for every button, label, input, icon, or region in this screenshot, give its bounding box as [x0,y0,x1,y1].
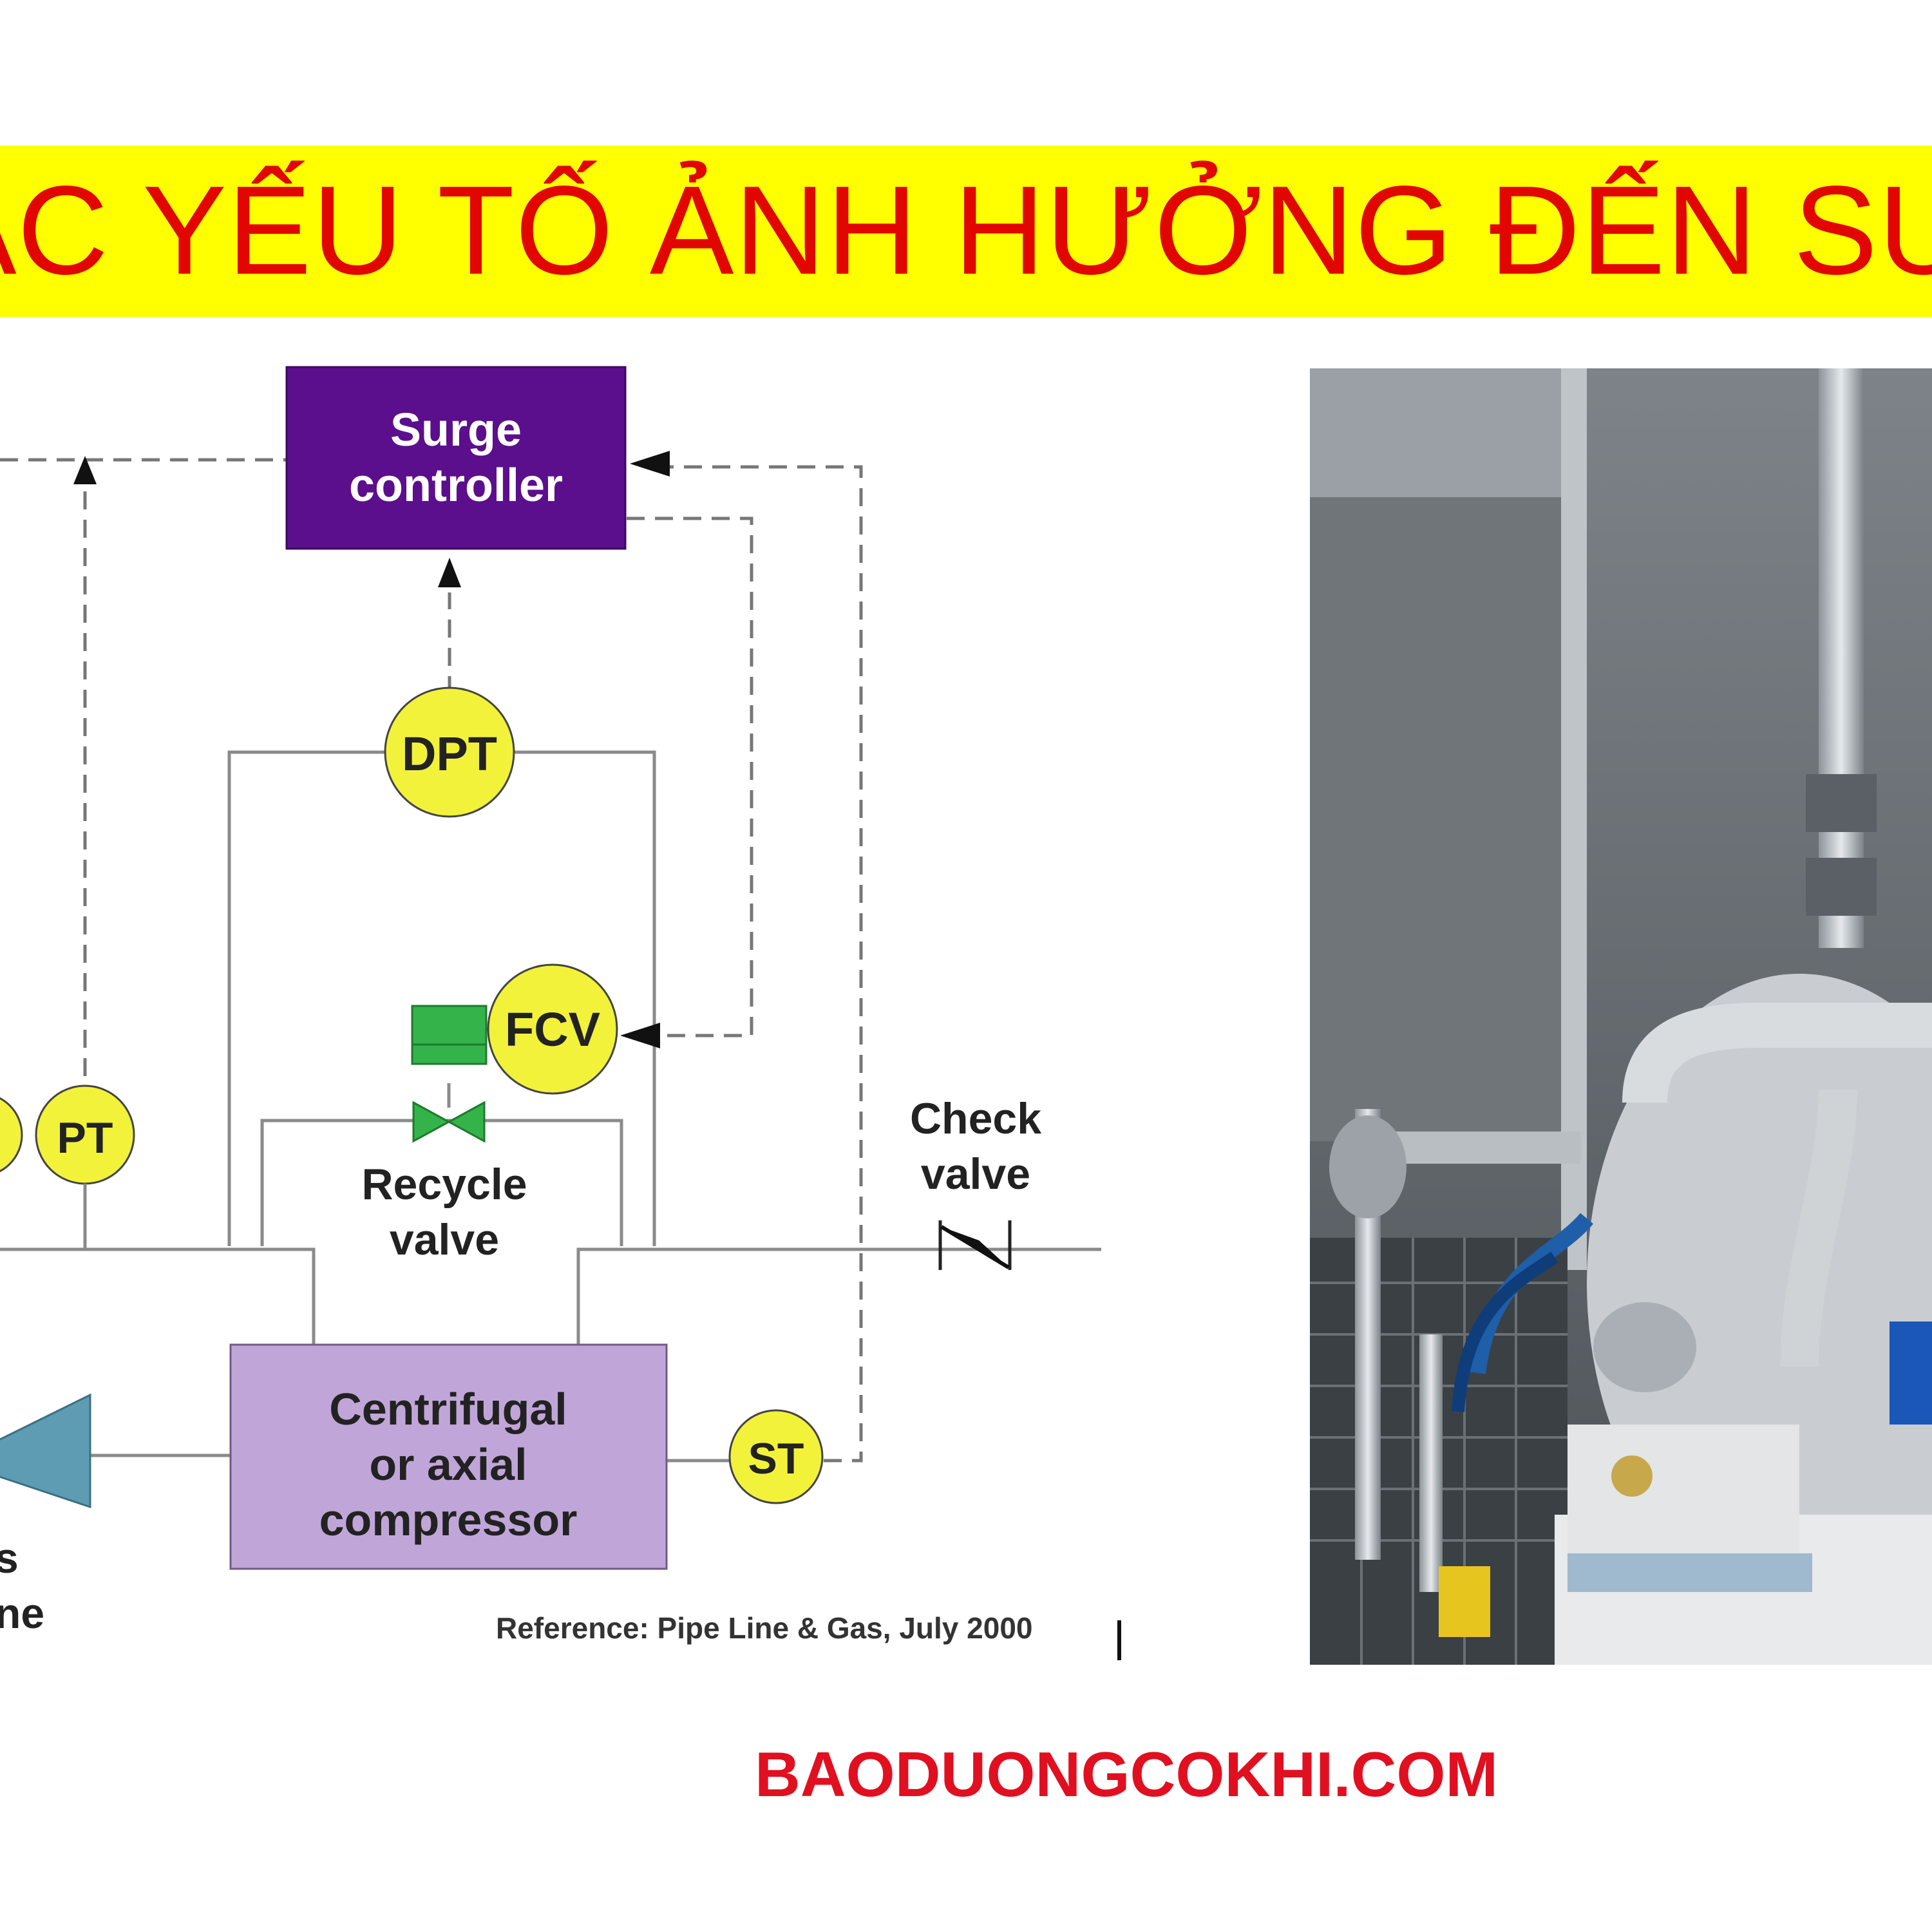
st-transmitter [728,1409,824,1504]
reference-caption: Reference: Pipe Line & Gas, July 2000 [496,1611,1032,1645]
slide-title: ẮC YẾU TỐ ẢNH HƯỞNG ĐẾN SURGE [0,160,1932,301]
title-banner: ẮC YẾU TỐ ẢNH HƯỞNG ĐẾN SURGE [0,146,1932,317]
st-label: ST [748,1434,804,1483]
check-valve-label-line1: Check [910,1094,1041,1143]
recycle-valve-label-line1: Recycle [361,1160,527,1209]
dpt-label: DPT [402,727,497,781]
compressor-label-line3: compressor [319,1495,578,1545]
recycle-valve-label-line2: valve [390,1215,499,1264]
fcv-label: FCV [505,1003,600,1056]
surge-control-diagram: Surge controller DPT FCV Recycle valve P… [0,366,1121,1660]
compressor-label-line1: Centrifugal [329,1384,567,1434]
pt-label: PT [57,1113,113,1162]
surge-controller-box [285,366,627,550]
turbine-label-line2: ne [0,1589,44,1637]
signal-lines [0,458,863,1463]
surge-controller-label-line2: controller [349,460,563,511]
dpt-transmitter [384,687,515,818]
compressor-box [229,1343,668,1570]
fcv-valve [487,963,618,1095]
partial-instrument [0,1097,23,1173]
check-valve-label-line2: valve [921,1150,1030,1198]
compressor-label-line2: or axial [369,1439,527,1490]
check-valve-symbol [938,1220,1012,1270]
signal-arrows [73,451,670,1048]
turbine-symbol [0,1393,91,1509]
recycle-valve-symbol [412,1101,451,1143]
compressor-photo [1310,368,1932,1665]
website-watermark: BAODUONGCOKHI.COM [755,1739,1499,1810]
turbine-label-line1: s [0,1534,19,1582]
fcv-actuator [411,1005,488,1065]
surge-controller-label-line1: Surge [390,404,522,456]
